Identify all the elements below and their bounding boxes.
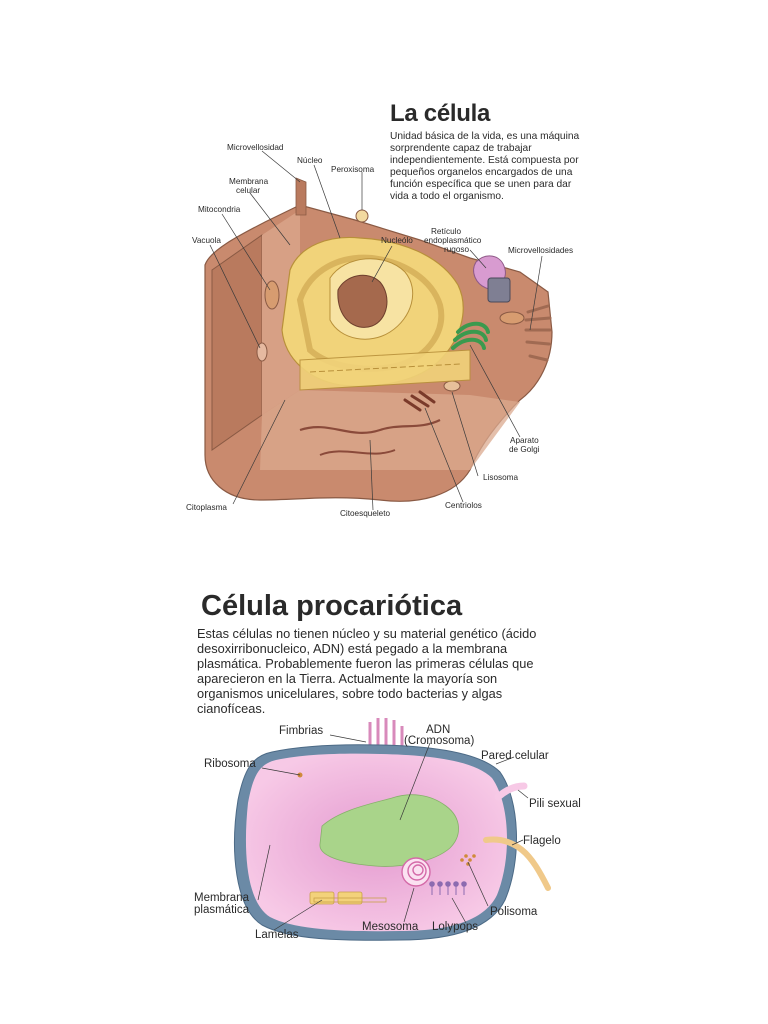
label-microvellosidad: Microvellosidad bbox=[227, 143, 284, 152]
prokaryote-leader-lines bbox=[258, 735, 528, 930]
label-membrana-1: Membrana bbox=[194, 892, 250, 904]
label-membrana-celular-2: celular bbox=[236, 186, 260, 195]
prokaryote-cytoplasm bbox=[246, 754, 507, 932]
polisoma-illustration bbox=[460, 854, 476, 866]
label-lolypops: Lolypops bbox=[432, 921, 478, 933]
label-pili-sexual: Pili sexual bbox=[529, 798, 581, 810]
prokaryote-description-line: aparecieron en la Tierra. Actualmente la… bbox=[197, 672, 536, 687]
label-vacuola: Vacuola bbox=[192, 236, 221, 245]
label-mitocondria: Mitocondria bbox=[198, 205, 241, 214]
cell-body-illustration bbox=[205, 178, 552, 501]
pili-illustration bbox=[498, 786, 524, 797]
lamelas-illustration bbox=[310, 892, 386, 904]
label-adn-1: ADN bbox=[426, 724, 450, 736]
label-fimbrias: Fimbrias bbox=[279, 725, 323, 737]
label-ribosoma: Ribosoma bbox=[204, 758, 256, 770]
eukaryote-title: La célula bbox=[390, 100, 490, 128]
flagellum-illustration bbox=[486, 839, 548, 888]
prokaryote-description-line: desoxirribonucleico, ADN) está pegado a … bbox=[197, 642, 536, 657]
prokaryote-title: Célula procariótica bbox=[201, 590, 462, 623]
label-centriolos: Centriolos bbox=[445, 501, 482, 510]
label-reticulo-3: rugoso bbox=[444, 245, 469, 254]
label-lisosoma: Lisosoma bbox=[483, 473, 518, 482]
prokaryote-labels: Fimbrias ADN (Cromosoma) Pared celular R… bbox=[194, 724, 581, 941]
label-microvellosidades: Microvellosidades bbox=[508, 246, 573, 255]
prokaryote-description: Estas células no tienen núcleo y su mate… bbox=[197, 627, 536, 716]
prokaryote-description-line: plasmática. Probablemente fueron las pri… bbox=[197, 657, 536, 672]
organelles-illustration bbox=[453, 256, 510, 348]
label-peroxisoma: Peroxisoma bbox=[331, 165, 375, 174]
prokaryote-description-line: Estas células no tienen núcleo y su mate… bbox=[197, 627, 536, 642]
label-aparato-golgi-1: Aparato bbox=[510, 436, 539, 445]
prokaryote-description-line: organismos unicelulares, sobre todo bact… bbox=[197, 687, 536, 702]
label-reticulo-1: Retículo bbox=[431, 227, 461, 236]
label-nucleolo: Nucleólo bbox=[381, 236, 413, 245]
label-pared-celular: Pared celular bbox=[481, 750, 549, 762]
label-membrana-2: plasmática bbox=[194, 904, 250, 916]
label-aparato-golgi-2: de Golgi bbox=[509, 445, 540, 454]
label-flagelo: Flagelo bbox=[523, 835, 561, 847]
mesosoma-illustration bbox=[402, 858, 430, 886]
lolypops-illustration bbox=[430, 882, 467, 895]
label-citoesqueleto: Citoesqueleto bbox=[340, 509, 391, 518]
nucleus-illustration bbox=[282, 237, 470, 390]
label-nucleo: Núcleo bbox=[297, 156, 323, 165]
eukaryote-leader-lines bbox=[210, 151, 542, 510]
label-polisoma: Polisoma bbox=[490, 906, 538, 918]
label-membrana-celular-1: Membrana bbox=[229, 177, 269, 186]
label-citoplasma: Citoplasma bbox=[186, 503, 227, 512]
label-adn-2: (Cromosoma) bbox=[404, 735, 474, 747]
fimbriae-illustration bbox=[370, 718, 402, 752]
label-mesosoma: Mesosoma bbox=[362, 921, 419, 933]
label-lamelas: Lamelas bbox=[255, 929, 299, 941]
label-reticulo-2: endoplasmático bbox=[424, 236, 482, 245]
ribosome-dot bbox=[298, 773, 303, 778]
eukaryote-description: Unidad básica de la vida, es una máquina… bbox=[390, 131, 590, 202]
dna-region bbox=[320, 795, 459, 867]
prokaryote-description-line: cianofíceas. bbox=[197, 702, 536, 717]
prokaryote-cell-wall bbox=[235, 745, 517, 941]
